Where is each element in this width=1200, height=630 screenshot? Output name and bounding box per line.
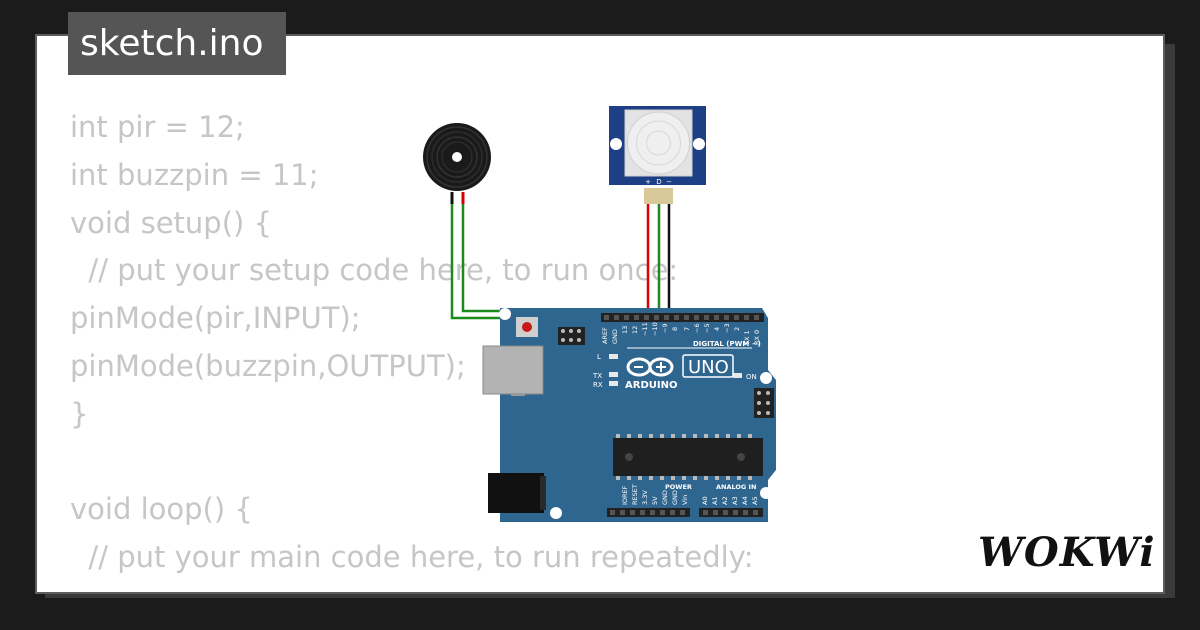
pin-label: ~9 bbox=[661, 323, 669, 333]
pin-label: 8 bbox=[671, 327, 679, 331]
pin-label: TX 1 bbox=[743, 330, 751, 346]
code-line: void setup() { bbox=[70, 205, 272, 240]
code-line: int pir = 12; bbox=[70, 110, 245, 144]
code-line: int val = digitalRead(pir); bbox=[70, 582, 754, 592]
buzzer[interactable] bbox=[423, 123, 491, 191]
led-label-tx: TX bbox=[592, 372, 602, 380]
code-editor: int pir = 12; int buzzpin = 11; void setup… bbox=[70, 104, 754, 592]
wokwi-logo: WOKWi bbox=[978, 529, 1156, 576]
digital-header bbox=[601, 313, 764, 322]
analog-header bbox=[699, 508, 763, 517]
power-jack bbox=[488, 473, 544, 513]
pin-label: ~5 bbox=[703, 323, 711, 333]
led-label-on: ON bbox=[746, 373, 757, 381]
analog-label: ANALOG IN bbox=[716, 483, 756, 491]
usb-port bbox=[483, 346, 543, 394]
pin-label: IOREF bbox=[621, 485, 629, 505]
code-line: pinMode(pir,INPUT); bbox=[70, 301, 361, 336]
arduino-brand: ARDUINO bbox=[625, 380, 677, 391]
digital-pwm-label: DIGITAL (PWM ~) bbox=[693, 340, 761, 348]
code-line: pinMode(buzzpin,OUTPUT); bbox=[70, 348, 466, 383]
pir-pin-label: + bbox=[645, 178, 651, 186]
card-shadow-bottom bbox=[45, 592, 1175, 598]
pin-label-gnd: GND bbox=[611, 329, 619, 344]
power-label: POWER bbox=[665, 483, 692, 491]
pin-label: A0 bbox=[701, 496, 709, 505]
pin-label: ~10 bbox=[651, 322, 659, 336]
code-line: } bbox=[70, 396, 89, 431]
pin-label: 5V bbox=[651, 496, 659, 505]
pin-label: GND bbox=[671, 490, 679, 505]
file-name-tab[interactable]: sketch.ino bbox=[68, 12, 286, 75]
pin-label: Vin bbox=[681, 495, 689, 505]
pin-label: ~6 bbox=[693, 323, 701, 333]
pir-pin-label: D bbox=[656, 178, 661, 186]
pin-label: RESET bbox=[631, 484, 639, 505]
led-label-l: L bbox=[597, 353, 601, 361]
pin-label: A5 bbox=[751, 496, 759, 505]
pin-label: A2 bbox=[721, 496, 729, 505]
card-shadow-right bbox=[1165, 44, 1175, 598]
power-header bbox=[607, 508, 690, 517]
wokwi-logo-text: WOKWi bbox=[978, 529, 1156, 576]
pin-label: ~3 bbox=[723, 323, 731, 333]
pin-label: 13 bbox=[621, 326, 629, 334]
pin-label: GND bbox=[661, 490, 669, 505]
pin-label: 2 bbox=[733, 327, 741, 331]
arduino-uno[interactable]: AREF GND 13 12 ~11 ~10 ~9 8 7 ~6 ~5 4 ~3… bbox=[482, 308, 776, 522]
code-line: int buzzpin = 11; bbox=[70, 157, 319, 192]
code-line: void loop() { bbox=[70, 492, 253, 527]
pir-sensor[interactable]: + D − bbox=[609, 106, 706, 186]
pin-label: 7 bbox=[683, 327, 691, 331]
pin-label: ~11 bbox=[641, 322, 649, 336]
pin-label-aref: AREF bbox=[601, 327, 609, 344]
pin-label: 12 bbox=[631, 326, 639, 334]
pin-label: 3.3V bbox=[641, 490, 649, 505]
uno-model: UNO bbox=[688, 357, 729, 378]
pin-label: A4 bbox=[741, 496, 749, 505]
code-line: // put your setup code here, to run once… bbox=[70, 253, 679, 288]
pin-label: 4 bbox=[713, 327, 721, 331]
pir-pin-label: − bbox=[666, 178, 672, 186]
arduino-logo-icon bbox=[626, 357, 674, 377]
code-line: // put your main code here, to run repea… bbox=[70, 540, 754, 575]
led-label-rx: RX bbox=[593, 381, 603, 389]
pin-label: A3 bbox=[731, 496, 739, 505]
pin-label: RX 0 bbox=[753, 330, 761, 345]
pin-label: A1 bbox=[711, 496, 719, 505]
